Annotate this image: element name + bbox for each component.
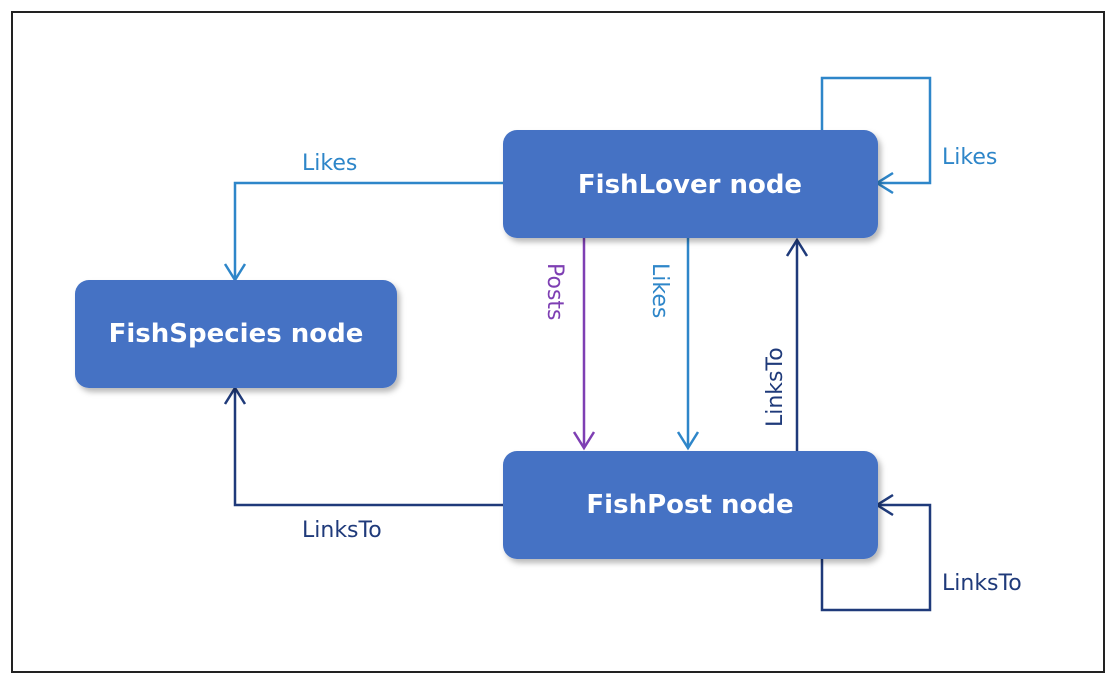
node-fishpost-label: FishPost node <box>586 490 793 520</box>
edge-label-posts: Posts <box>542 263 567 321</box>
node-fishpost[interactable]: FishPost node <box>503 451 878 559</box>
edge-lover-posts-post: Posts <box>542 238 596 451</box>
edge-label-likes-species: Likes <box>302 151 357 176</box>
edge-post-linksto-self: LinksTo <box>820 493 1022 612</box>
node-fishspecies[interactable]: FishSpecies node <box>75 280 397 388</box>
edge-lover-likes-self: Likes <box>820 76 997 195</box>
edge-lover-likes-species: Likes <box>223 151 503 283</box>
edge-lover-likes-post: Likes <box>647 238 700 451</box>
edge-label-likes-post: Likes <box>647 263 672 318</box>
edge-post-linksto-lover: LinksTo <box>763 237 809 451</box>
node-fishspecies-label: FishSpecies node <box>109 319 364 349</box>
edge-label-linksto-lover: LinksTo <box>763 347 788 427</box>
edge-label-linksto-species: LinksTo <box>302 518 382 543</box>
edge-label-linksto-self: LinksTo <box>942 571 1022 596</box>
node-fishlover[interactable]: FishLover node <box>503 130 878 238</box>
edge-post-linksto-species: LinksTo <box>223 385 503 543</box>
edge-label-likes-self: Likes <box>942 145 997 170</box>
node-fishlover-label: FishLover node <box>578 170 802 200</box>
